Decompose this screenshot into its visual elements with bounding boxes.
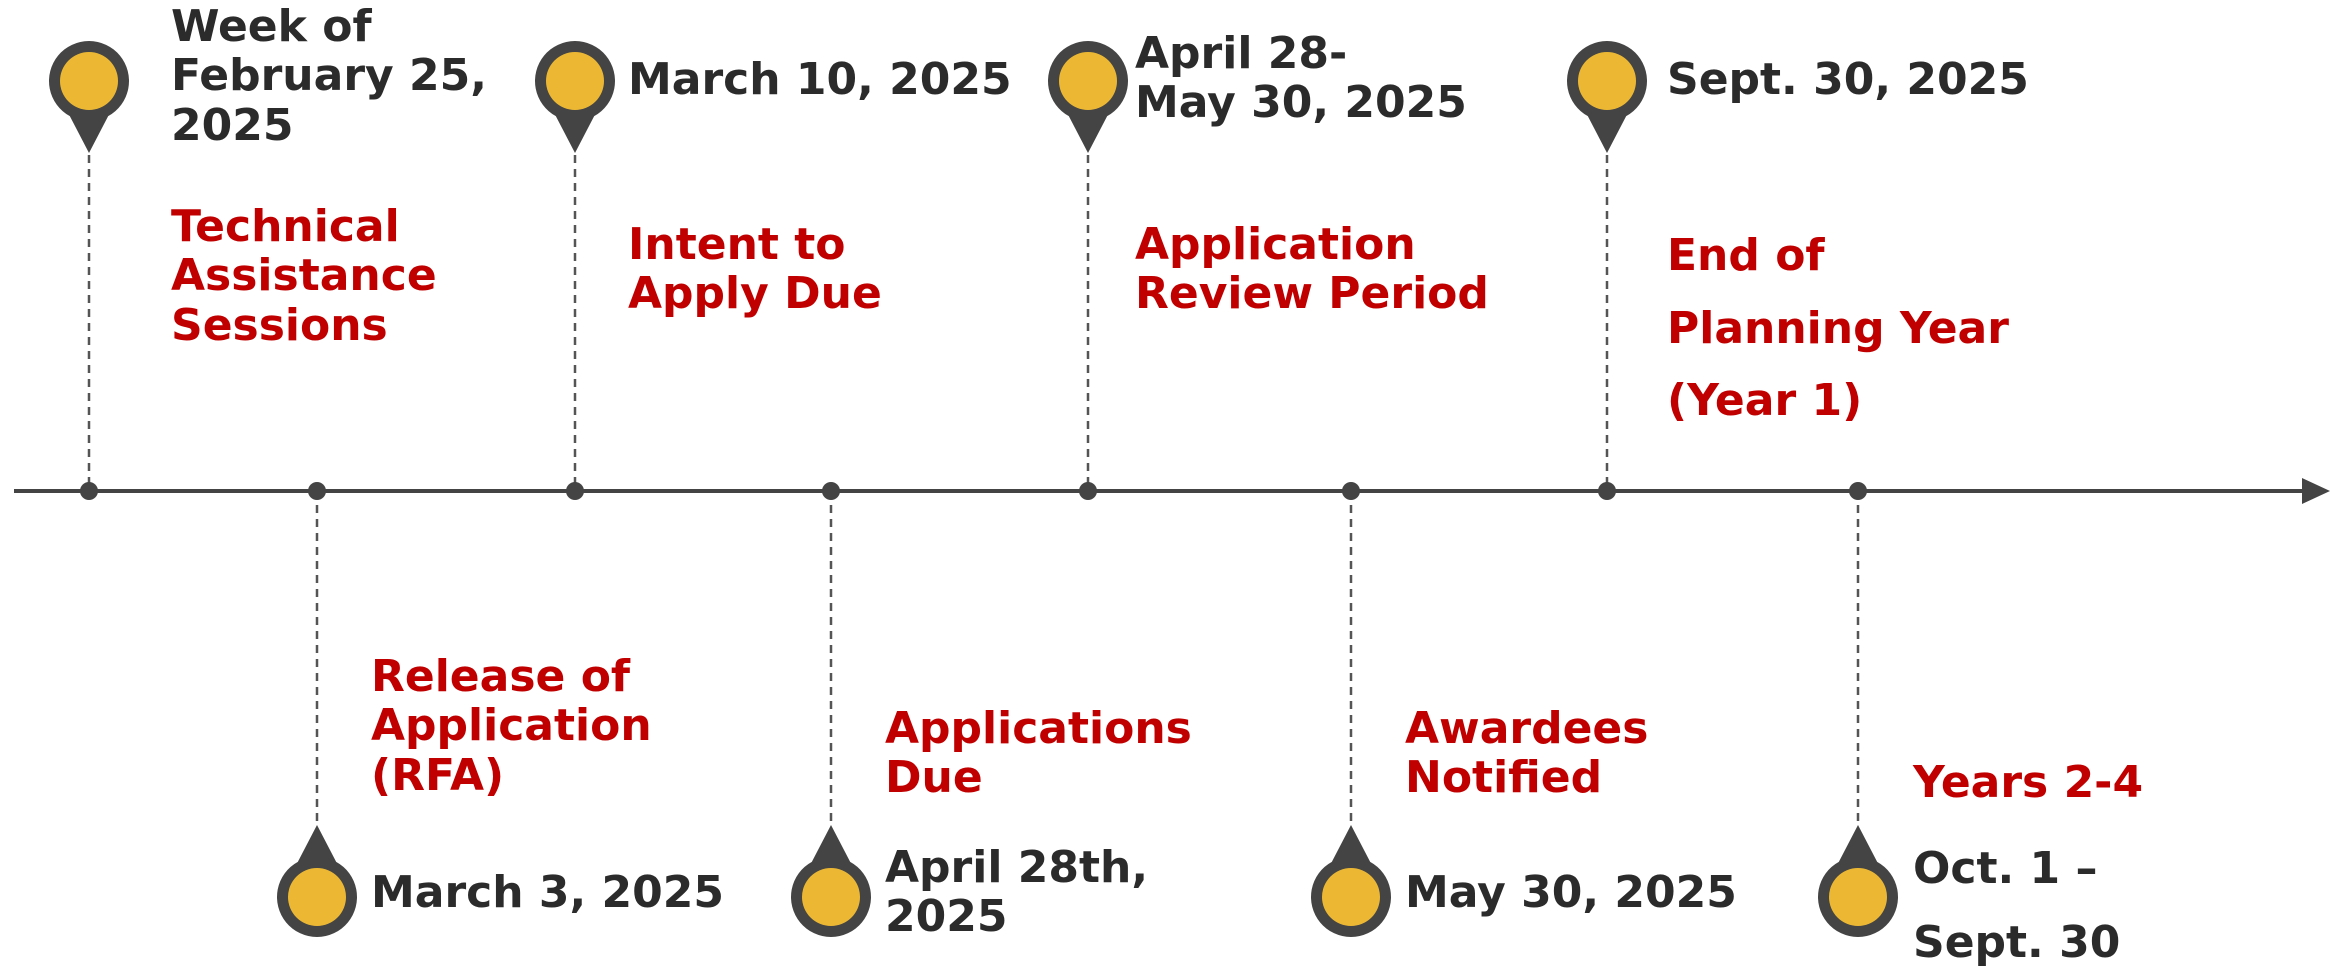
event-7-title: End of Planning Year (Year 1) (1667, 230, 2009, 427)
event-4-title: Applications Due (885, 703, 1192, 804)
event-2-pin-center (288, 868, 346, 926)
event-6-date: May 30, 2025 (1405, 867, 1737, 918)
event-3-pin-center (546, 52, 604, 110)
event-6-axis-dot (1342, 482, 1360, 500)
event-4-axis-dot (822, 482, 840, 500)
event-6-pin-center (1322, 868, 1380, 926)
event-2-axis-dot (308, 482, 326, 500)
event-2-title: Release of Application (RFA) (371, 651, 652, 801)
event-4-pin-center (802, 868, 860, 926)
event-3-title: Intent to Apply Due (628, 219, 882, 320)
event-5-axis-dot (1079, 482, 1097, 500)
timeline-arrowhead (2302, 478, 2330, 504)
event-7-date: Sept. 30, 2025 (1667, 54, 2029, 105)
event-6-title: Awardees Notified (1405, 703, 1649, 804)
event-3-axis-dot (566, 482, 584, 500)
event-4-date: April 28th, 2025 (885, 842, 1149, 943)
event-8-title: Years 2-4 (1913, 757, 2144, 808)
event-7-pin-center (1578, 52, 1636, 110)
event-3-date: March 10, 2025 (628, 54, 1012, 105)
timeline-diagram (14, 40, 2330, 938)
event-5-pin-center (1059, 52, 1117, 110)
event-7-axis-dot (1598, 482, 1616, 500)
markers-layer (49, 40, 1898, 938)
event-1-date: Week of February 25, 2025 (171, 1, 487, 151)
event-8-pin-center (1829, 868, 1887, 926)
event-1-title: Technical Assistance Sessions (171, 201, 437, 351)
event-5-title: Application Review Period (1135, 219, 1489, 320)
event-2-date: March 3, 2025 (371, 867, 725, 918)
event-1-axis-dot (80, 482, 98, 500)
event-5-date: April 28- May 30, 2025 (1135, 28, 1467, 129)
event-8-axis-dot (1849, 482, 1867, 500)
event-1-pin-center (60, 52, 118, 110)
event-8-date: Oct. 1 – Sept. 30 (1913, 843, 2121, 968)
